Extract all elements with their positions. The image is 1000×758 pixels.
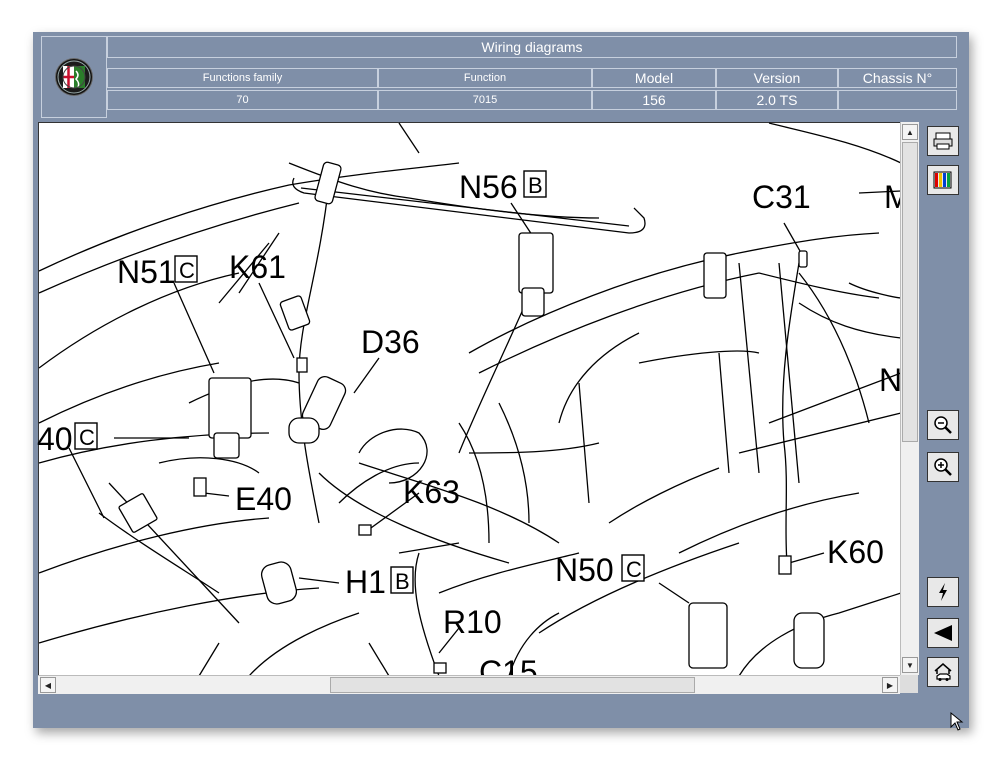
zoom-in-icon	[934, 458, 952, 476]
alfa-romeo-logo	[56, 59, 92, 95]
lightning-icon	[939, 583, 947, 601]
zoom-out-icon	[934, 416, 952, 434]
home-car-icon	[934, 663, 952, 681]
scroll-down-button[interactable]: ▼	[902, 657, 918, 673]
label-n: N	[879, 362, 902, 398]
svg-text:B: B	[528, 173, 543, 198]
home-button[interactable]	[927, 657, 959, 687]
horizontal-scrollbar[interactable]: ◀ ▶	[38, 675, 900, 694]
col-functions-family-label: Functions family	[107, 68, 378, 88]
label-k60: K60	[827, 534, 884, 570]
svg-text:B: B	[395, 569, 410, 594]
col-version-label: Version	[716, 68, 838, 88]
label-c31: C31	[752, 179, 811, 215]
function-value: 7015	[378, 90, 592, 110]
wiring-diagram-svg: N56 B C31 M N51 C K61 D36 N 40 C E40 K63…	[37, 122, 911, 690]
back-arrow-icon	[934, 625, 952, 641]
chassis-value	[838, 90, 957, 110]
label-e40: E40	[235, 481, 292, 517]
svg-text:C: C	[179, 258, 195, 283]
zoom-out-button[interactable]	[927, 410, 959, 440]
print-button[interactable]	[927, 126, 959, 156]
color-legend-button[interactable]	[927, 165, 959, 195]
col-model-label: Model	[592, 68, 716, 88]
scroll-left-button[interactable]: ◀	[40, 677, 56, 693]
label-h1: H1	[345, 564, 386, 600]
label-40: 40	[37, 421, 73, 457]
label-n50: N50	[555, 552, 614, 588]
label-k63: K63	[403, 474, 460, 510]
label-n56: N56	[459, 169, 518, 205]
scroll-corner	[900, 675, 918, 693]
header	[33, 32, 969, 120]
label-k61: K61	[229, 249, 286, 285]
printer-icon	[933, 132, 953, 150]
color-legend-icon	[933, 171, 952, 189]
vertical-scroll-thumb[interactable]	[902, 142, 918, 442]
wiring-diagram-view[interactable]: N56 B C31 M N51 C K61 D36 N 40 C E40 K63…	[37, 122, 911, 690]
back-button[interactable]	[927, 618, 959, 648]
label-r10: R10	[443, 604, 502, 640]
lightning-button[interactable]	[927, 577, 959, 607]
status-bar	[33, 697, 969, 728]
vertical-scrollbar[interactable]: ▲ ▼	[900, 122, 919, 675]
svg-text:C: C	[626, 557, 642, 582]
zoom-in-button[interactable]	[927, 452, 959, 482]
scroll-right-button[interactable]: ▶	[882, 677, 898, 693]
header-title: Wiring diagrams	[107, 36, 957, 58]
label-d36: D36	[361, 324, 420, 360]
mouse-cursor-icon	[950, 711, 964, 731]
scroll-up-button[interactable]: ▲	[902, 124, 918, 140]
version-value: 2.0 TS	[716, 90, 838, 110]
col-chassis-label: Chassis N°	[838, 68, 957, 88]
col-function-label: Function	[378, 68, 592, 88]
label-n51: N51	[117, 254, 176, 290]
functions-family-value: 70	[107, 90, 378, 110]
svg-text:C: C	[79, 425, 95, 450]
horizontal-scroll-thumb[interactable]	[330, 677, 695, 693]
logo-cell	[41, 36, 107, 118]
model-value: 156	[592, 90, 716, 110]
